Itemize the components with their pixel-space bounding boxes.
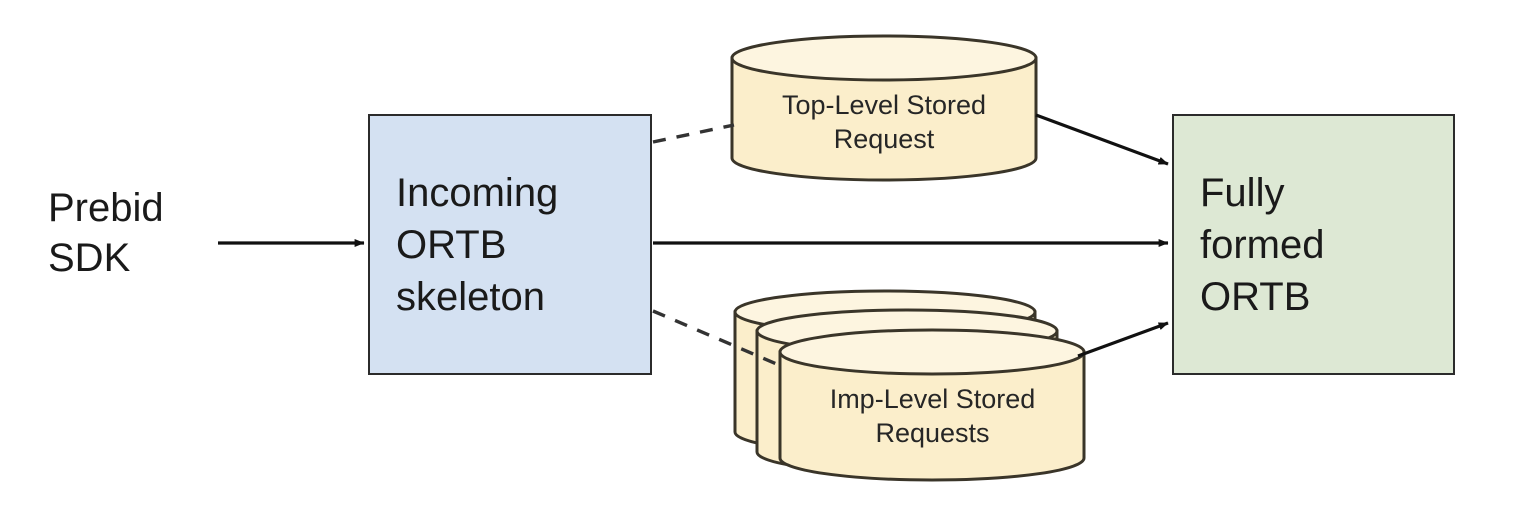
incoming-ortb-skeleton-label: Incoming ORTB skeleton bbox=[396, 170, 559, 319]
fully-formed-ortb-box[interactable]: Fully formed ORTB bbox=[1172, 114, 1455, 375]
imp-level-stored-requests-label: Imp-Level Stored Requests bbox=[829, 384, 1036, 448]
top-level-stored-request-label: Top-Level Stored Request bbox=[781, 90, 987, 154]
fully-formed-ortb-label: Fully formed ORTB bbox=[1200, 170, 1325, 319]
incoming-ortb-skeleton-box[interactable]: Incoming ORTB skeleton bbox=[368, 114, 652, 375]
top-level-stored-request-cylinder bbox=[730, 34, 1038, 182]
prebid-sdk-label: Prebid SDK bbox=[48, 186, 164, 280]
edge-top-stored-request-to-output bbox=[1035, 113, 1169, 166]
edge-imp-stored-requests-to-output bbox=[1077, 321, 1169, 358]
imp-level-stored-requests-cylinder-stack bbox=[733, 289, 1086, 482]
edge-incoming-to-top-stored-request bbox=[652, 123, 735, 144]
